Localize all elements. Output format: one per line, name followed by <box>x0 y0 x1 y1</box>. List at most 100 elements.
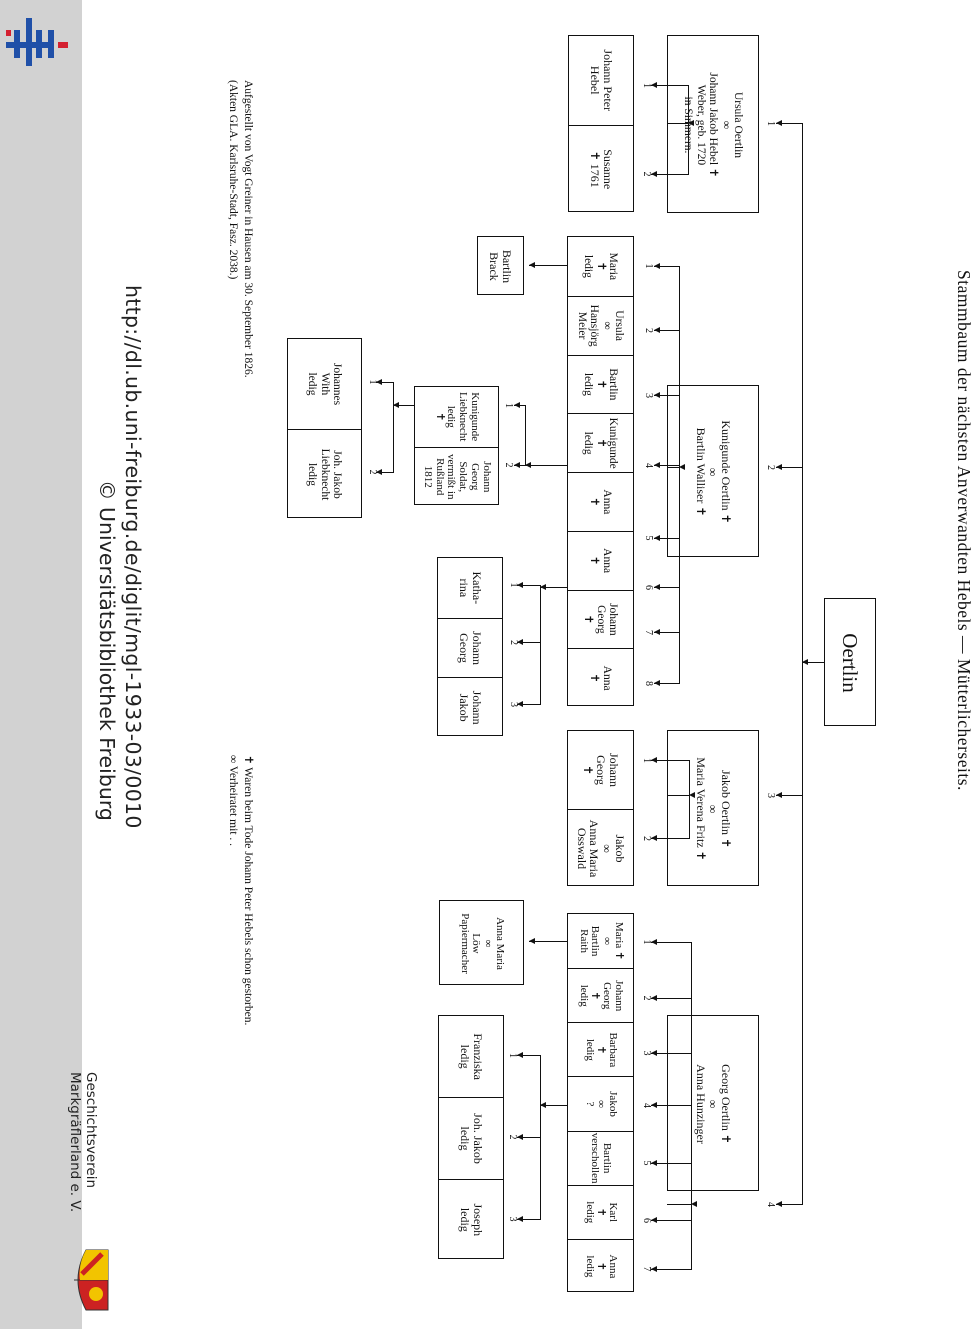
generation-number: 2 <box>641 171 652 177</box>
georg-children-box-cell: Karl ✝ ledig <box>568 1184 633 1239</box>
jakob-box-cell: Jakob Oertlin ✝ ∞ Maria Verena Fritz ✝ <box>693 757 734 861</box>
georg-box: Georg Oertlin ✝ ∞ Anna Hunzinger <box>667 1015 759 1191</box>
generation-number: 7 <box>643 630 654 635</box>
hebel-children-box-cell: Susanne ✝ 1761 <box>569 124 633 213</box>
coat-of-arms-logo <box>74 1249 109 1311</box>
generation-number: 2 <box>641 995 652 1001</box>
legend-died: ✝ Waren beim Tode Johann Peter Hebels sc… <box>242 755 254 1026</box>
kunigunde-box: Kunigunde Oertlin ✝ ∞ Bartlin Walliser ✝ <box>667 385 759 557</box>
anna6-children-box-cell: Katha- rina <box>457 571 484 605</box>
watermark-copyright: © Universitätsbibliothek Freiburg <box>95 480 119 821</box>
arrowhead <box>654 534 660 541</box>
generation-number: 8 <box>643 681 654 686</box>
jakob-children-box-cell: Jakob ∞ Anna Maria Osswald <box>568 809 633 887</box>
generation-number: 1 <box>508 582 519 588</box>
kunigunde-children-box-cell: Johann Georg Soldat, vermißt in Rußland … <box>415 446 498 506</box>
generation-number: 2 <box>507 1134 518 1140</box>
anna6-children-box-cell: Johann Jakob <box>438 677 502 737</box>
root-box-cell: Oertlin <box>838 633 863 693</box>
generation-number: 2 <box>508 640 519 645</box>
generation-number: 1 <box>641 83 652 88</box>
arrowhead <box>514 461 520 468</box>
generation-number: 4 <box>641 1103 652 1108</box>
rotated-sheet: · · · · · · · · · · · · · · · · · · · · … <box>67 0 974 1329</box>
generation-number: 5 <box>643 535 654 541</box>
connector-line <box>688 760 690 838</box>
watermark-url: http://dl.ub.uni-freiburg.de/diglit/mgl-… <box>121 285 145 829</box>
generation-number: 2 <box>765 465 776 470</box>
arrowhead <box>654 262 660 269</box>
walliser-children-box-cell: Anna ✝ <box>568 648 633 707</box>
generation-number: 5 <box>641 1160 652 1166</box>
generation-number: 2 <box>643 328 654 333</box>
kunigunde-children-box: Kunigunde Liebknecht ledig ✝Johann Georg… <box>414 386 499 506</box>
watermark-org-line1: Geschichtsverein <box>83 1072 99 1188</box>
connector-line <box>678 265 680 683</box>
connector-line <box>667 123 689 125</box>
connector-line <box>651 1162 692 1164</box>
arrowhead <box>654 327 660 333</box>
arrowhead <box>802 659 808 665</box>
connector-line <box>526 465 567 467</box>
kunigunde-children-box-cell: Kunigunde Liebknecht ledig ✝ <box>433 392 482 442</box>
anna6-children-box-cell: Johann Georg <box>438 617 502 678</box>
loew-box-cell: Anna Maria ∞ Löw Papiermacher <box>458 913 507 974</box>
arrowhead <box>689 792 695 798</box>
watermark-org-line2: Markgräflerland e. V. <box>67 1072 83 1213</box>
generation-number: 6 <box>643 585 654 590</box>
arrowhead <box>776 792 782 798</box>
walliser-children-box-cell: Kunigunde ✝ ledig <box>568 413 633 472</box>
walliser-children-box-cell: Bartlin ✝ ledig <box>568 354 633 414</box>
connector-line <box>667 795 690 797</box>
arrowhead <box>654 629 660 635</box>
generation-number: 3 <box>641 1050 652 1056</box>
generation-number: 7 <box>641 1266 652 1272</box>
georg-children-box-cell: Bartlin verschollen <box>568 1130 633 1185</box>
arrowhead <box>654 462 660 468</box>
document-page: · · · · · · · · · · · · · · · · · · · · … <box>67 0 974 1329</box>
connector-line <box>392 381 394 472</box>
connector-line <box>651 1105 692 1107</box>
legend-married: ∞ Verheiratet mit . . <box>227 755 239 847</box>
bartlin-brack-box-cell: Bartlin Brack <box>487 249 515 284</box>
walliser-children-box-cell: Ursula ∞ Hansjörg Meier <box>568 295 633 355</box>
generation-number: 3 <box>508 702 519 707</box>
jakob4-children-box-cell: Franziska ledig <box>458 1033 485 1080</box>
jakob4-children-box-cell: Joseph ledig <box>439 1178 503 1260</box>
connector-line <box>651 997 692 999</box>
walliser-children-box-cell: Anna ✝ <box>568 472 633 531</box>
generation-number: 2 <box>367 469 378 475</box>
arrowhead <box>514 402 520 408</box>
bartlin-brack-box: Bartlin Brack <box>477 236 524 295</box>
generation-number: 4 <box>765 1202 776 1207</box>
liebknecht-children-box-cell: Joh. Jakob Liebknecht ledig <box>288 429 361 519</box>
connector-line <box>524 405 526 465</box>
georg-children-box-cell: Maria ✝ ∞ Bartlin Raith <box>577 921 626 961</box>
ursula-box-cell: Ursula Oertlin ∞ Johann Jakob Hebel ✝ We… <box>682 72 745 178</box>
arrowhead <box>691 1201 697 1207</box>
liebknecht-children-box-cell: Johannes With ledig <box>306 362 344 406</box>
generation-number: 2 <box>641 836 652 841</box>
viewer-sidebar <box>0 0 82 1329</box>
jakob-children-box-cell: Johann Georg ✝ <box>581 753 621 787</box>
arrowhead <box>776 120 782 126</box>
arrowhead <box>776 464 782 470</box>
generation-number: 6 <box>641 1218 652 1223</box>
generation-number: 1 <box>641 939 652 945</box>
connector-line <box>667 1204 692 1206</box>
walliser-children-box-cell: Maria ✝ ledig <box>582 252 620 281</box>
georg-children-box-cell: Anna ✝ ledig <box>568 1238 633 1293</box>
connector-line <box>651 1220 692 1222</box>
arrowhead <box>654 392 660 398</box>
loew-box: Anna Maria ∞ Löw Papiermacher <box>439 900 524 985</box>
arrowhead <box>529 938 535 944</box>
source-note: Aufgestellt von Vogt Greiner in Hausen a… <box>242 80 254 378</box>
connector-line <box>687 85 689 174</box>
connector-line <box>651 1268 692 1270</box>
generation-number: 3 <box>507 1216 518 1222</box>
archive-note: (Akten GLA. Karlsruhe-Stadt, Fasz. 2038.… <box>227 80 239 280</box>
walliser-children-box-cell: Anna ✝ <box>568 530 633 590</box>
generation-number: 3 <box>643 393 654 398</box>
